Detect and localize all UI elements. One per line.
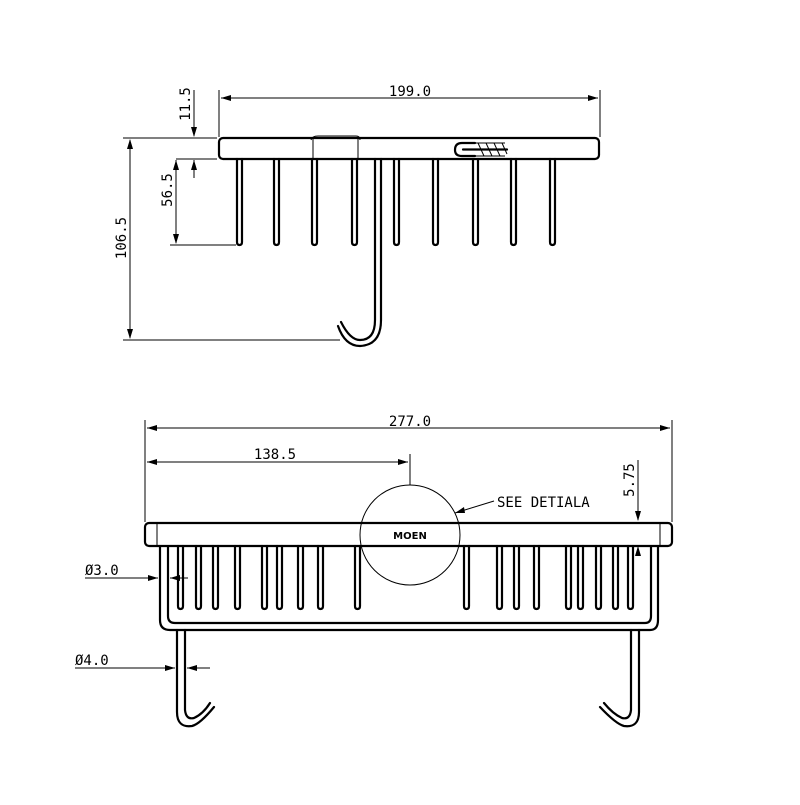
brand-badge: MOEN: [393, 531, 427, 542]
front-rod: [626, 544, 635, 611]
side-rod: [310, 157, 319, 247]
side-view: 199.0 11.5 56.5 106.5: [114, 84, 601, 348]
front-rod: [275, 544, 284, 611]
side-rod: [509, 157, 518, 247]
side-rod: [431, 157, 440, 247]
side-rod: [272, 157, 281, 247]
side-rod: [548, 157, 557, 247]
front-rod: [576, 544, 585, 611]
dim-side-top-thickness: 11.5: [178, 87, 194, 121]
dim-front-half-width: 138.5: [254, 447, 296, 463]
wall-anchor-icon: [453, 141, 509, 158]
detail-callout: SEE DETIALA: [497, 495, 590, 511]
front-view: MOEN SEE DETIALA 277.0 138.5: [75, 414, 674, 728]
side-rod: [471, 157, 480, 247]
front-shelf-top: [143, 521, 674, 548]
front-rod: [611, 544, 620, 611]
side-rods: [235, 157, 557, 247]
front-rod: [512, 544, 521, 611]
side-rod: [392, 157, 401, 247]
front-rod: [532, 544, 541, 611]
side-rod: [350, 157, 359, 247]
front-rod: [495, 544, 504, 611]
front-hook-right: [598, 628, 641, 728]
basket-wire: [158, 545, 660, 632]
side-rod: [235, 157, 244, 247]
front-rod: [316, 544, 325, 611]
side-hook: [339, 157, 377, 342]
front-rods: [176, 544, 635, 611]
front-rod: [194, 544, 203, 611]
dim-front-width: 277.0: [389, 414, 431, 430]
dim-side-rod-length: 56.5: [160, 173, 176, 207]
side-shelf-top: [217, 136, 601, 161]
front-rod: [176, 544, 185, 611]
front-hook-left: [175, 628, 216, 728]
dim-front-offset: 5.75: [622, 463, 638, 497]
dim-hook-diameter: Ø4.0: [75, 653, 109, 669]
front-rod: [564, 544, 573, 611]
front-rod: [594, 544, 603, 611]
dim-rod-diameter: Ø3.0: [85, 563, 119, 579]
front-rod: [211, 544, 220, 611]
front-rod: [233, 544, 242, 611]
front-rod: [260, 544, 269, 611]
dim-side-total-height: 106.5: [114, 217, 130, 259]
front-rod: [462, 544, 471, 611]
dim-side-width: 199.0: [389, 84, 431, 100]
front-rod: [296, 544, 305, 611]
front-rod: [353, 544, 362, 611]
